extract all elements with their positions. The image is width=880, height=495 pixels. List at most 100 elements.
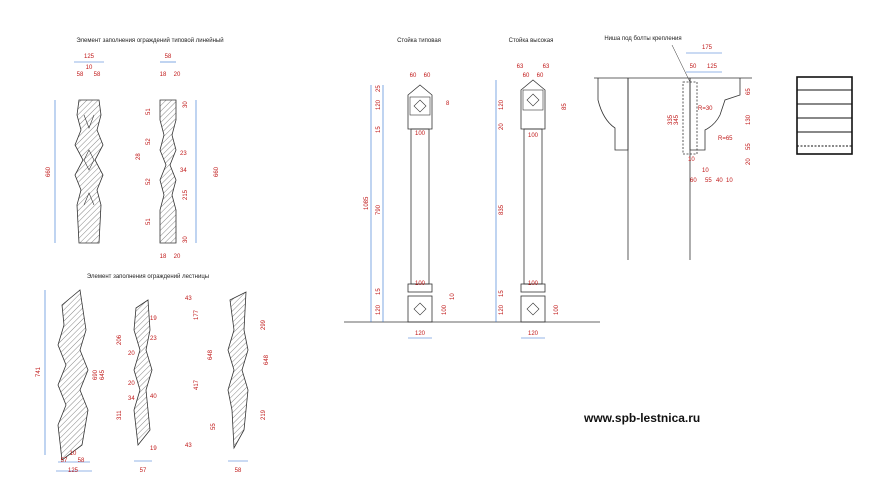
- dim-side-18b: 18: [160, 254, 167, 260]
- dim-post-120c: 120: [376, 304, 382, 315]
- dim-side-51a: 51: [146, 108, 152, 115]
- dim-linear-58b: 58: [94, 72, 101, 78]
- dim-niche-125: 125: [707, 64, 718, 70]
- dim-stair-side-19a: 19: [150, 316, 157, 322]
- dim-stair-177: 177: [194, 309, 200, 320]
- dim-stair-55: 55: [211, 423, 217, 430]
- dim-stair-side2-219: 219: [261, 409, 267, 420]
- dim-stair-648: 648: [208, 349, 214, 360]
- dim-stair-height: 741: [36, 366, 42, 377]
- post-tall: [495, 79, 546, 339]
- linear-baluster-side: [159, 61, 197, 244]
- title-linear: Элемент заполнения ограждений типовой ли…: [76, 37, 223, 44]
- dim-post-60a: 60: [410, 73, 417, 79]
- dim-stair-side-20a: 20: [128, 351, 135, 357]
- dim-side-30a: 30: [183, 101, 189, 108]
- dim-side-23: 23: [180, 151, 187, 157]
- dim-stair-side2-299: 299: [261, 319, 267, 330]
- dim-post-100b: 100: [415, 281, 426, 287]
- dim-niche-60: 60: [690, 178, 697, 184]
- dim-stair-43b: 43: [185, 443, 192, 449]
- dim-post-15b: 15: [376, 288, 382, 295]
- dim-stair-side-40: 40: [150, 394, 157, 400]
- dim-stair-side-19b: 19: [150, 446, 157, 452]
- dim-side-20: 20: [174, 72, 181, 78]
- dim-post-120: 120: [415, 331, 426, 337]
- dim-post-100c: 100: [442, 304, 448, 315]
- dim-tall-20: 20: [499, 123, 505, 130]
- dim-stair-648b: 648: [264, 354, 270, 365]
- dim-side-18: 18: [160, 72, 167, 78]
- dim-post-120b: 120: [376, 99, 382, 110]
- dim-tall-120c: 120: [499, 304, 505, 315]
- dim-stair-side-34: 34: [128, 396, 135, 402]
- website-link[interactable]: www.spb-lestnica.ru: [584, 411, 701, 425]
- dim-post-790: 790: [376, 204, 382, 215]
- stair-baluster-side-2: [227, 291, 249, 462]
- dim-niche-10a: 10: [688, 157, 695, 163]
- dim-side-height: 660: [214, 166, 220, 177]
- dim-tall-85: 85: [562, 103, 568, 110]
- dim-niche-55: 55: [705, 178, 712, 184]
- title-stair: Элемент заполнения ограждений лестницы: [87, 273, 209, 280]
- dim-tall-100c: 100: [554, 304, 560, 315]
- dim-niche-130: 130: [746, 114, 752, 125]
- dim-stair-side2-58: 58: [235, 468, 242, 474]
- dim-post-60b: 60: [424, 73, 431, 79]
- dim-niche-50: 50: [690, 64, 697, 70]
- dim-side-30b: 30: [183, 236, 189, 243]
- dim-stair-side-206: 206: [117, 334, 123, 345]
- dim-tall-835: 835: [499, 204, 505, 215]
- dim-linear-58a: 58: [77, 72, 84, 78]
- dim-stair-58: 58: [78, 458, 85, 464]
- dim-tall-100b: 100: [528, 281, 539, 287]
- dim-tall-120: 120: [528, 331, 539, 337]
- dim-stair-10: 10: [70, 451, 77, 457]
- stair-baluster-front: [44, 289, 92, 472]
- dim-linear-width: 125: [84, 54, 95, 60]
- dim-stair-43a: 43: [185, 296, 192, 302]
- dim-side-215: 215: [183, 189, 189, 200]
- dim-side-28: 28: [136, 153, 142, 160]
- niche-section: [594, 44, 752, 260]
- dim-niche-10c: 10: [726, 178, 733, 184]
- dim-niche-65: 65: [746, 88, 752, 95]
- dim-stair-side-23: 23: [150, 336, 157, 342]
- dim-linear-10: 10: [86, 65, 93, 71]
- dim-stair-57: 57: [61, 458, 68, 464]
- dim-tall-63a: 63: [517, 64, 524, 70]
- dim-stair-645: 645: [100, 369, 106, 380]
- dim-niche-40: 40: [716, 178, 723, 184]
- dim-post-1085: 1085: [364, 196, 370, 210]
- dim-side-51b: 51: [146, 218, 152, 225]
- dim-tall-100a: 100: [528, 133, 539, 139]
- dim-niche-335: 335: [668, 114, 674, 125]
- stair-baluster-side: [133, 299, 153, 462]
- dim-side-20b: 20: [174, 254, 181, 260]
- dim-stair-125: 125: [68, 468, 79, 474]
- dim-post-15a: 15: [376, 126, 382, 133]
- dim-tall-60a: 60: [523, 73, 530, 79]
- linear-baluster-front: [54, 61, 104, 244]
- dim-niche-55b: 55: [746, 143, 752, 150]
- dim-tall-15: 15: [499, 290, 505, 297]
- dim-post-10: 10: [450, 293, 456, 300]
- dim-stair-side-311: 311: [117, 410, 123, 420]
- dim-post-100a: 100: [415, 131, 426, 137]
- dim-tall-120b: 120: [499, 99, 505, 110]
- dim-niche-345: 345: [674, 114, 680, 125]
- dim-stair-side-57: 57: [140, 468, 147, 474]
- title-post-standard: Стойка типовая: [397, 37, 441, 44]
- dim-side-52a: 52: [146, 138, 152, 145]
- dim-niche-r65: R=65: [718, 136, 733, 142]
- dim-side-58: 58: [165, 54, 172, 60]
- post-standard: [370, 84, 433, 339]
- dim-side-34: 34: [180, 168, 187, 174]
- dim-niche-175: 175: [702, 45, 713, 51]
- dim-stair-417: 417: [194, 379, 200, 390]
- dim-tall-60b: 60: [537, 73, 544, 79]
- dim-side-52b: 52: [146, 178, 152, 185]
- dim-stair-side-20b: 20: [128, 381, 135, 387]
